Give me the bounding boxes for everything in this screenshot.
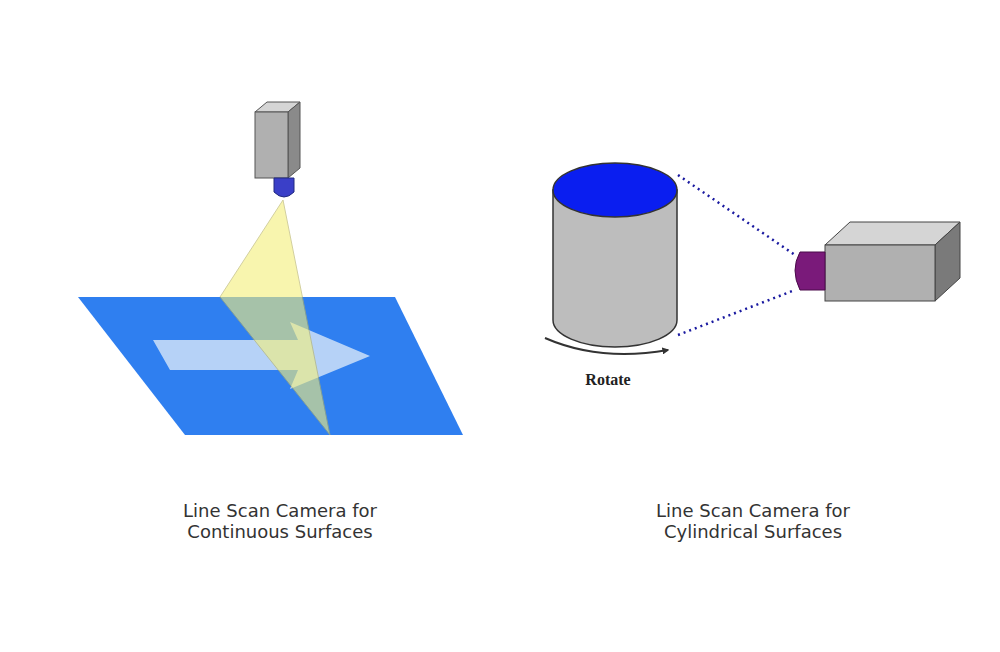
caption: Line Scan Camera for Cylindrical Surface… xyxy=(638,500,868,542)
cylinder-top xyxy=(553,163,677,217)
view-line xyxy=(678,175,795,255)
rotate-label: Rotate xyxy=(548,371,668,389)
camera-side xyxy=(935,222,960,301)
caption: Line Scan Camera for Continuous Surfaces xyxy=(165,500,395,542)
view-line xyxy=(678,290,795,335)
rotate-arrow xyxy=(545,338,668,354)
camera-body xyxy=(255,112,288,178)
camera-lens xyxy=(795,252,825,290)
camera-lens xyxy=(274,178,294,197)
camera-side xyxy=(288,102,300,178)
light-sheet xyxy=(220,200,330,435)
camera-body xyxy=(825,245,935,301)
